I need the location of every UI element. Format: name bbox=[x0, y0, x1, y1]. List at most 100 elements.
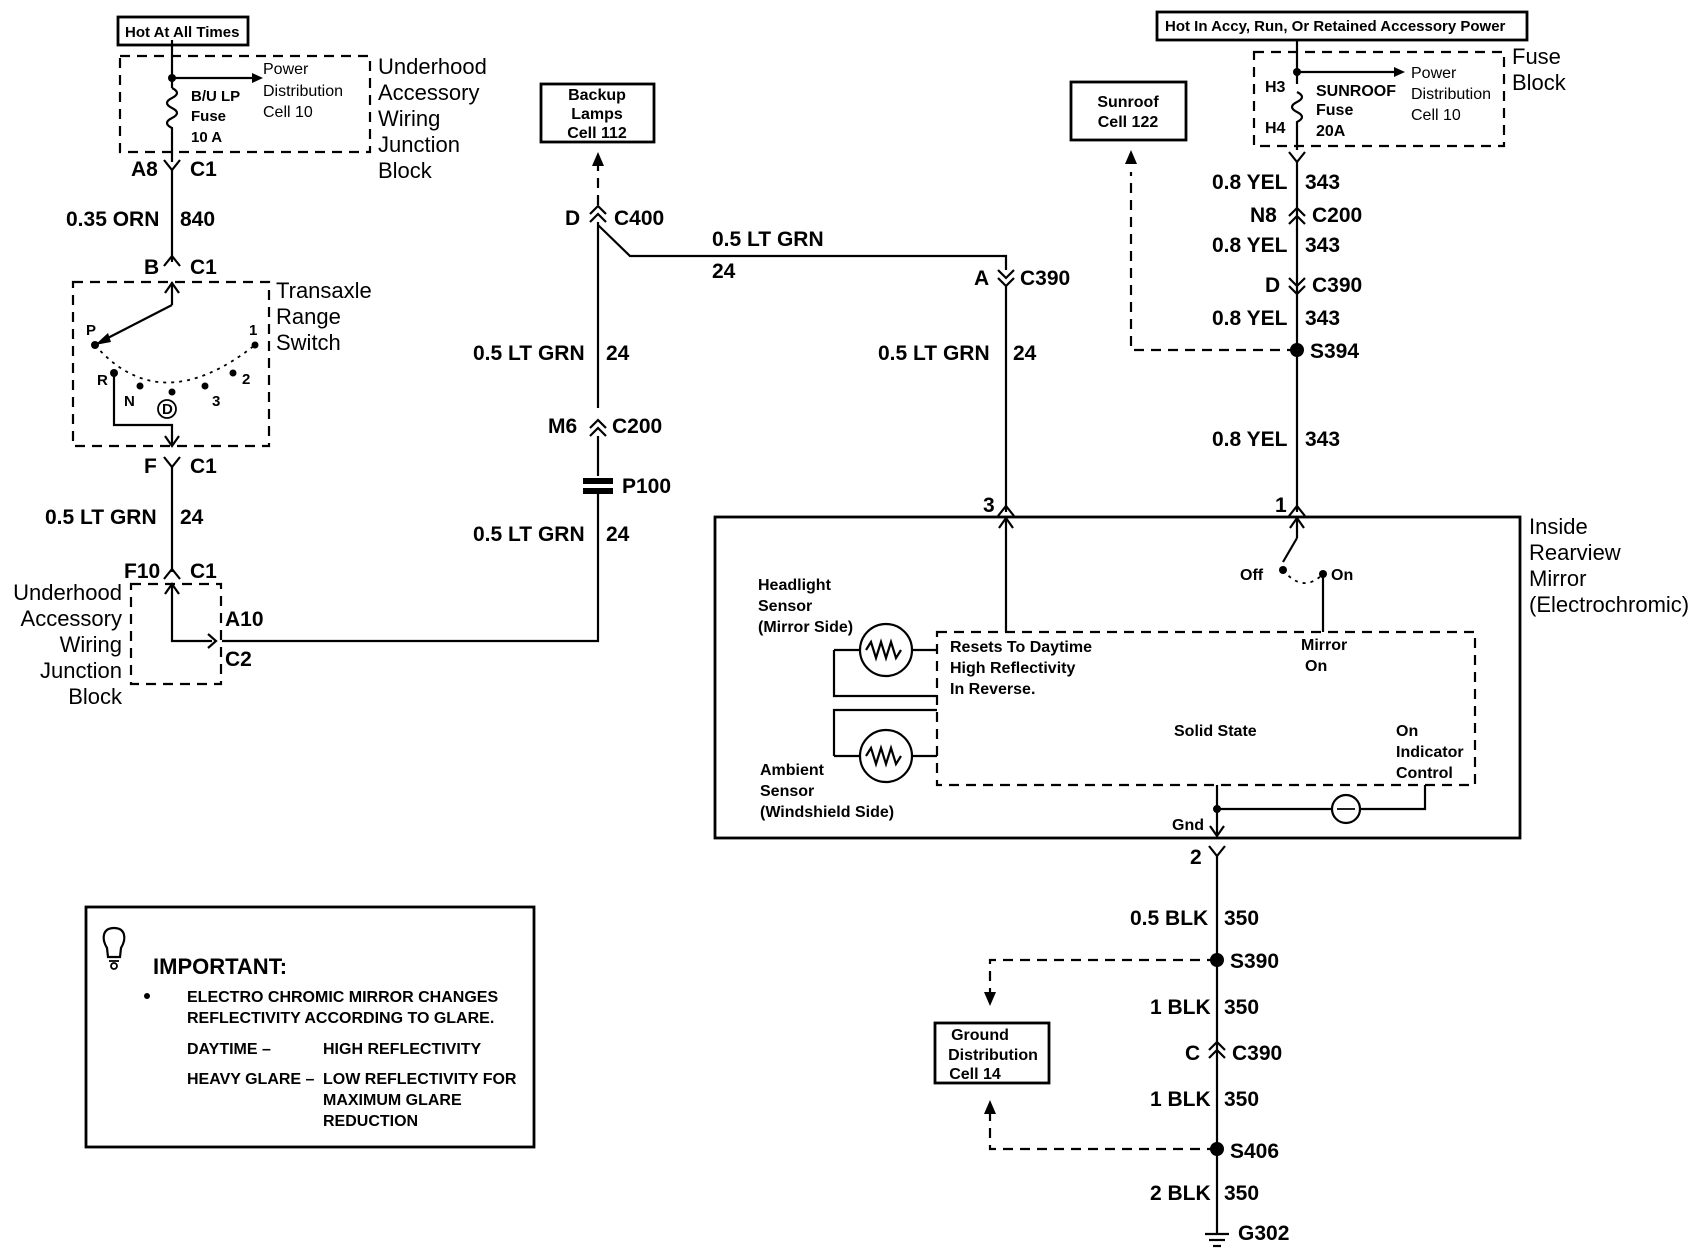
ambient-0: Ambient bbox=[760, 762, 825, 779]
transaxle-in-connector: C1 bbox=[190, 256, 217, 279]
important-heading: IMPORTANT: bbox=[153, 954, 287, 979]
power-dist-left-2: Cell 10 bbox=[263, 104, 313, 121]
hot-in-accy-text: Hot In Accy, Run, Or Retained Accessory … bbox=[1165, 18, 1506, 35]
important-heavy-value-0: LOW REFLECTIVITY FOR bbox=[323, 1071, 517, 1088]
connector-f10-c1: C1 bbox=[190, 560, 217, 583]
switch-on: On bbox=[1331, 567, 1353, 584]
wire-343-circuit-3: 343 bbox=[1305, 307, 1340, 330]
indicator-2: Control bbox=[1396, 765, 1453, 782]
splice-s394 bbox=[1290, 343, 1304, 357]
wire-24-d-gauge: 0.5 LT GRN bbox=[878, 342, 990, 365]
backup-lamps-2: Cell 112 bbox=[567, 125, 627, 142]
pos-n: N bbox=[124, 393, 135, 410]
connector-a8-c1: C1 bbox=[190, 158, 217, 181]
c400-connector: C400 bbox=[614, 207, 664, 230]
wire-24-b-gauge: 0.5 LT GRN bbox=[473, 342, 585, 365]
hot-at-all-times-tag: Hot At All Times bbox=[116, 15, 250, 47]
ambient-2: (Windshield Side) bbox=[760, 804, 894, 821]
c390-a-connector: C390 bbox=[1020, 267, 1070, 290]
pin-a10: A10 bbox=[225, 608, 264, 631]
pos-1: 1 bbox=[249, 322, 257, 339]
p100-passthrough: P100 bbox=[583, 475, 671, 500]
mirror-pin-1: 1 bbox=[1275, 494, 1287, 517]
power-dist-left-0: Power bbox=[263, 61, 309, 78]
important-heavy-value-1: MAXIMUM GLARE bbox=[323, 1092, 462, 1109]
wire-24-mid-lower: 0.5 LT GRN 24 bbox=[473, 523, 630, 546]
c390-a-pin: A bbox=[974, 267, 989, 290]
backup-lamps-1: Lamps bbox=[571, 106, 623, 123]
underhood-top-title-0: Underhood bbox=[378, 54, 487, 79]
indicator-1: Indicator bbox=[1396, 744, 1464, 761]
mirror-on-0: Mirror bbox=[1301, 637, 1347, 654]
sunroof-fuse-0: SUNROOF bbox=[1316, 83, 1396, 100]
wire-840-gauge: 0.35 ORN bbox=[66, 208, 159, 231]
important-daytime-value: HIGH REFLECTIVITY bbox=[323, 1041, 482, 1058]
headlight-1: Sensor bbox=[758, 598, 812, 615]
gnd-w2-circuit: 350 bbox=[1224, 996, 1259, 1019]
transaxle-in-pin: B bbox=[144, 256, 159, 279]
mirror-pin-2: 2 bbox=[1190, 846, 1202, 869]
wire-24-top-gauge: 0.5 LT GRN bbox=[712, 228, 824, 251]
splice-s390-label: S390 bbox=[1230, 950, 1279, 973]
underhood-top-title-2: Wiring bbox=[378, 106, 440, 131]
pos-3: 3 bbox=[212, 393, 220, 410]
underhood-top-title-1: Accessory bbox=[378, 80, 479, 105]
gnd-w1-circuit: 350 bbox=[1224, 907, 1259, 930]
wire-24-left: 0.5 LT GRN 24 bbox=[45, 467, 204, 572]
wire-343-gauge-1: 0.8 YEL bbox=[1212, 171, 1288, 194]
connector-c200-m6: M6 C200 bbox=[548, 415, 662, 476]
important-bullet-0: ELECTRO CHROMIC MIRROR CHANGES bbox=[187, 989, 498, 1006]
backup-lamps-ref: Backup Lamps Cell 112 bbox=[539, 82, 656, 205]
c200-n8-pin: N8 bbox=[1250, 204, 1277, 227]
transaxle-out-connector: C1 bbox=[190, 455, 217, 478]
resets-1: High Reflectivity bbox=[950, 660, 1075, 677]
p100-label: P100 bbox=[622, 475, 671, 498]
pin-f10: F10 bbox=[124, 560, 160, 583]
headlight-sensor-symbol bbox=[858, 622, 914, 678]
wire-840: 0.35 ORN 840 bbox=[66, 170, 215, 262]
wire-343-gauge-2: 0.8 YEL bbox=[1212, 234, 1288, 257]
splice-s406-label: S406 bbox=[1230, 1140, 1279, 1163]
underhood-top-title-3: Junction bbox=[378, 132, 460, 157]
lightbulb-icon bbox=[102, 926, 126, 970]
pin-a8: A8 bbox=[131, 158, 158, 181]
ground-dist-1: Distribution bbox=[948, 1047, 1038, 1064]
wire-24-mid-left: 0.5 LT GRN 24 bbox=[473, 342, 630, 365]
transaxle-title-1: Range bbox=[276, 304, 341, 329]
wire-24-horizontal-bottom bbox=[222, 500, 600, 643]
underhood-junction-block-top: Underhood Accessory Wiring Junction Bloc… bbox=[118, 40, 487, 183]
underhood-bottom-title-4: Block bbox=[68, 684, 123, 709]
wire-24-b-circuit: 24 bbox=[606, 342, 630, 365]
c390-c-connector: C390 bbox=[1232, 1042, 1282, 1065]
important-heavy-value-2: REDUCTION bbox=[323, 1113, 418, 1130]
sunroof-fuse-2: 20A bbox=[1316, 123, 1346, 140]
pos-d: D bbox=[162, 401, 173, 418]
wire-343-circuit-2: 343 bbox=[1305, 234, 1340, 257]
underhood-bottom-title-0: Underhood bbox=[13, 580, 122, 605]
wire-24-c-gauge: 0.5 LT GRN bbox=[473, 523, 585, 546]
fuse-block: Fuse Block H3 H4 SUNROOF Fuse 20A Power … bbox=[1252, 40, 1567, 164]
wire-24-top-horizontal: 0.5 LT GRN 24 bbox=[712, 228, 824, 283]
wire-840-circuit: 840 bbox=[180, 208, 215, 231]
c390-c-pin: C bbox=[1185, 1042, 1200, 1065]
important-note: IMPORTANT: ELECTRO CHROMIC MIRROR CHANGE… bbox=[84, 905, 536, 1149]
gnd-w2-gauge: 1 BLK bbox=[1150, 996, 1211, 1019]
ambient-sensor-symbol bbox=[858, 728, 914, 784]
mirror-title-0: Inside bbox=[1529, 514, 1588, 539]
headlight-2: (Mirror Side) bbox=[758, 619, 853, 636]
underhood-bottom-title-2: Wiring bbox=[60, 632, 122, 657]
fuse-block-title-0: Fuse bbox=[1512, 44, 1561, 69]
bu-lp-fuse-line-0: B/U LP bbox=[191, 88, 240, 105]
pos-p: P bbox=[86, 322, 96, 339]
c200-m6-pin: M6 bbox=[548, 415, 577, 438]
wire-24-left-gauge: 0.5 LT GRN bbox=[45, 506, 157, 529]
mirror-title-1: Rearview bbox=[1529, 540, 1621, 565]
switch-off: Off bbox=[1240, 567, 1264, 584]
ground-path: 2 0.5 BLK 350 S390 1 BLK 350 C C390 1 BL… bbox=[1130, 845, 1289, 1248]
gnd-w4-gauge: 2 BLK bbox=[1150, 1182, 1211, 1205]
transaxle-title-0: Transaxle bbox=[276, 278, 372, 303]
mirror-title-3: (Electrochromic) bbox=[1529, 592, 1689, 617]
bu-lp-fuse-line-2: 10 A bbox=[191, 129, 222, 146]
backup-lamps-0: Backup bbox=[568, 87, 626, 104]
